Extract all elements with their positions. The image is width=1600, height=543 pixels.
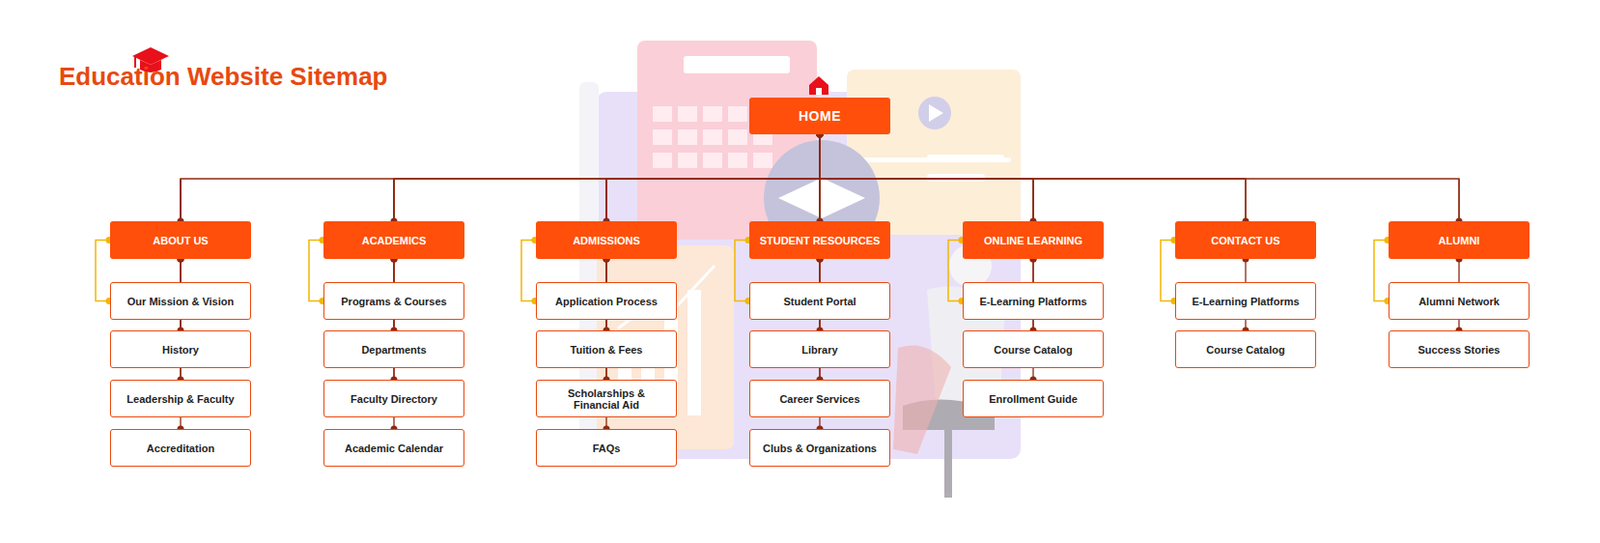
- node-label: ADMISSIONS: [572, 234, 641, 247]
- tree-line: [819, 134, 1246, 222]
- node-label: Academic Calendar: [344, 442, 444, 454]
- bracket-line: [734, 240, 750, 302]
- diagram-title: Education Website Sitemap: [58, 61, 388, 92]
- node-label: Application Process: [555, 295, 658, 308]
- node-label: STUDENT RESOURCES: [759, 234, 881, 247]
- page-box: Clubs & Organizations: [749, 428, 891, 467]
- page-box: Academic Calendar: [323, 428, 465, 467]
- connector: [603, 131, 824, 225]
- section-box: ALUMNI: [1388, 221, 1530, 259]
- node-label: ACADEMICS: [362, 234, 427, 247]
- page-box: Course Catalog: [1175, 330, 1317, 368]
- play-icon: [928, 104, 944, 122]
- page-box: Tuition & Fees: [535, 330, 677, 368]
- node-label: Accreditation: [146, 442, 215, 454]
- tree-line: [180, 134, 820, 222]
- connector: [177, 131, 824, 225]
- home-box: HOME: [749, 97, 891, 135]
- node-label: Alumni Network: [1418, 295, 1500, 308]
- connector: [816, 131, 1463, 225]
- home-icon: [809, 76, 829, 95]
- page-box: Leadership & Faculty: [110, 379, 252, 418]
- bracket-line: [95, 240, 111, 302]
- node-label: Student Portal: [783, 295, 856, 308]
- tree-line: [393, 134, 820, 222]
- page-box: Programs & Courses: [323, 281, 465, 320]
- node-label: Library: [801, 343, 838, 356]
- bracket-line: [1374, 240, 1389, 302]
- node-label: Tuition & Fees: [570, 343, 644, 356]
- node-label: Enrollment Guide: [988, 392, 1078, 405]
- page-box: Enrollment Guide: [962, 379, 1104, 418]
- person-legs: [893, 345, 952, 455]
- cap-icon: [778, 177, 866, 219]
- section-box: ABOUT US: [110, 221, 252, 259]
- node-label: Programs & Courses: [340, 295, 447, 308]
- page-box: Departments: [323, 330, 465, 368]
- page-box: Accreditation: [110, 428, 252, 467]
- node-label: Faculty Directory: [350, 392, 438, 405]
- tree-line: [606, 134, 820, 222]
- page-box: FAQs: [535, 428, 677, 467]
- node-label: Course Catalog: [993, 343, 1072, 356]
- section-box: STUDENT RESOURCES: [749, 221, 891, 259]
- page-box: Student Portal: [749, 281, 891, 320]
- tree-line: [819, 134, 1034, 222]
- section-box: ONLINE LEARNING: [962, 221, 1104, 259]
- calendar-header: [683, 56, 790, 74]
- bracket-line: [1160, 240, 1176, 302]
- node-label: Departments: [361, 343, 426, 356]
- section-box: ADMISSIONS: [535, 221, 677, 259]
- page-box: Application Process: [535, 281, 677, 320]
- node-label: E-Learning Platforms: [1191, 295, 1299, 308]
- page-box: Course Catalog: [962, 330, 1104, 368]
- page-box: Career Services: [749, 379, 891, 418]
- page-box: E-Learning Platforms: [962, 281, 1104, 320]
- node-label: ABOUT US: [152, 234, 208, 247]
- node-label: CONTACT US: [1210, 234, 1280, 247]
- page-box: History: [110, 330, 252, 368]
- node-label: Scholarships & Financial Aid: [544, 387, 669, 411]
- tree-line: [819, 134, 1460, 222]
- node-label: History: [162, 343, 199, 356]
- bracket-line: [521, 240, 536, 302]
- bracket-line: [948, 240, 963, 302]
- node-label: ONLINE LEARNING: [983, 234, 1083, 247]
- screen-line: [926, 154, 1005, 163]
- node-label: Career Services: [779, 392, 860, 405]
- page-box: Success Stories: [1388, 330, 1530, 368]
- node-label: Our Mission & Vision: [127, 295, 234, 308]
- node-label: Clubs & Organizations: [762, 442, 877, 454]
- connector: [816, 131, 824, 225]
- page-box: Our Mission & Vision: [110, 281, 252, 320]
- section-box: ACADEMICS: [323, 221, 465, 259]
- node-label: Leadership & Faculty: [126, 392, 234, 405]
- chair-leg: [944, 429, 953, 498]
- bracket-line: [308, 240, 324, 302]
- page-box: Alumni Network: [1388, 281, 1530, 320]
- node-label: FAQs: [592, 442, 621, 454]
- connector: [391, 131, 824, 225]
- screen-line: [926, 173, 985, 182]
- play-button: [918, 96, 952, 130]
- page-box: Faculty Directory: [323, 379, 465, 418]
- tree-line: [818, 134, 820, 222]
- section-box: CONTACT US: [1175, 221, 1317, 259]
- connector: [816, 131, 1038, 225]
- page-box: Scholarships & Financial Aid: [535, 379, 677, 418]
- node-label: Course Catalog: [1206, 343, 1285, 356]
- page-box: Library: [749, 330, 891, 368]
- node-label: E-Learning Platforms: [979, 295, 1087, 308]
- page-box: E-Learning Platforms: [1175, 281, 1317, 320]
- node-label: Success Stories: [1418, 343, 1501, 356]
- node-label: ALUMNI: [1438, 234, 1481, 247]
- connector: [816, 131, 1250, 225]
- node-label: HOME: [798, 108, 842, 124]
